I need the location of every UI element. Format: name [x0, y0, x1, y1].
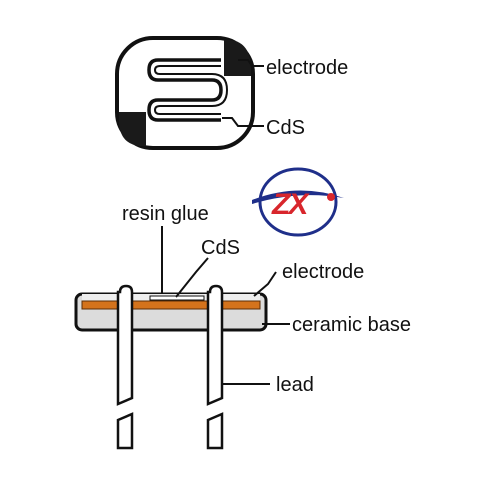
- cds-section-leader: [175, 257, 209, 298]
- logo-swoosh: [252, 190, 344, 204]
- cross-section: resin glue CdS electrode ceramic base le…: [74, 203, 411, 450]
- lead-right: [206, 284, 224, 450]
- electrode-layer: [81, 300, 261, 310]
- cds-serpentine-track-inner: [153, 65, 229, 115]
- electrode-section-label: electrode: [282, 261, 364, 283]
- logo-ring: [258, 167, 338, 237]
- electrode-section-leader: [253, 271, 277, 297]
- cds-serpentine-track: [147, 58, 223, 122]
- electrode-leader-top: [238, 59, 264, 67]
- zxl-logo: ZX: [252, 167, 344, 237]
- lead-left: [116, 284, 134, 450]
- electrode-pad-top-right: [224, 40, 251, 76]
- top-cds-label: CdS: [266, 117, 305, 139]
- top-view: electrode CdS: [115, 36, 348, 150]
- resin-glue-label: resin glue: [122, 203, 209, 225]
- logo-dot: [327, 193, 335, 201]
- cds-section-label: CdS: [201, 237, 240, 259]
- top-electrode-label: electrode: [266, 57, 348, 79]
- cds-leader-top: [222, 117, 264, 127]
- ceramic-base-label: ceramic base: [292, 314, 411, 336]
- logo-letters: ZX: [271, 188, 310, 221]
- lead-label: lead: [276, 374, 314, 396]
- electrode-pad-bottom-left: [119, 112, 146, 146]
